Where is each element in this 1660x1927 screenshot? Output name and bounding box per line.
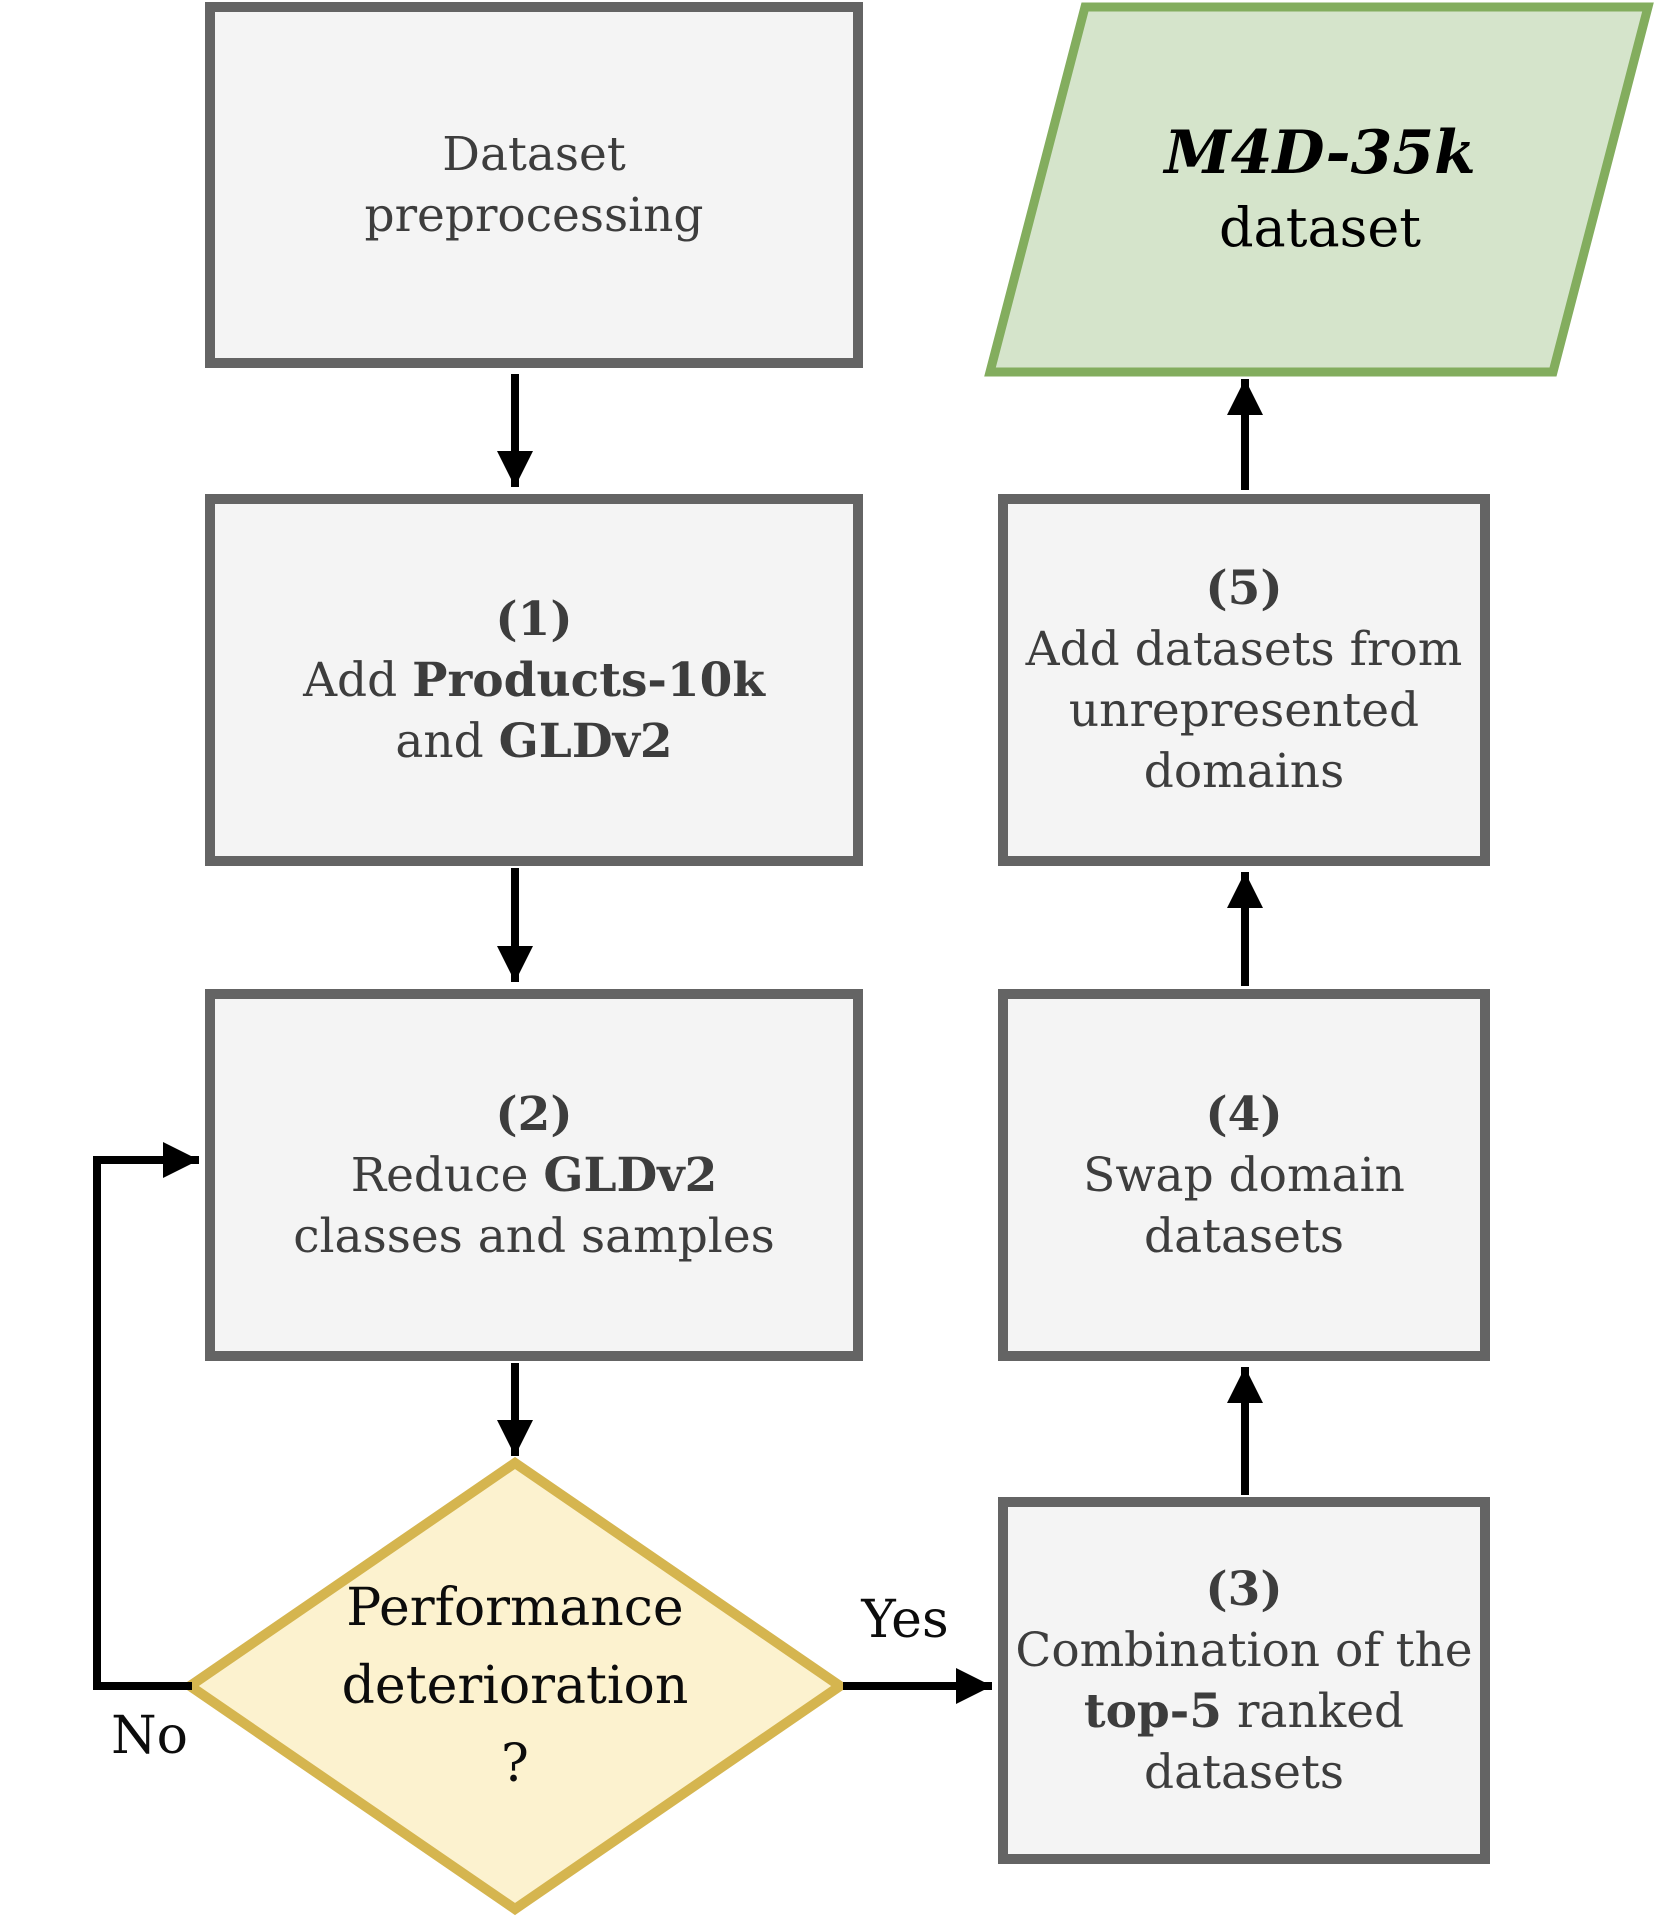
node-decision-performance-deterioration: Performance deterioration ?	[190, 1463, 840, 1909]
node-label-line: ?	[501, 1734, 529, 1794]
output-parallelogram-shape	[984, 2, 1654, 377]
node-label-line: datasets	[1144, 1208, 1344, 1264]
node-label-line: Swap domain	[1083, 1147, 1405, 1203]
step-number: (2)	[495, 1086, 573, 1142]
node-label-line: Add Products-10k	[303, 652, 765, 708]
node-step3-combination-top5: (3) Combination of the top-5 ranked data…	[998, 1497, 1490, 1864]
node-label-line: Add datasets from	[1025, 622, 1463, 677]
output-dataset-name: M4D-35k	[1164, 117, 1476, 188]
edge-label-yes: Yes	[861, 1590, 949, 1650]
node-label-line: datasets	[1144, 1744, 1344, 1800]
decision-diamond-shape	[181, 1456, 849, 1916]
node-label-line: classes and samples	[293, 1208, 775, 1264]
node-label-line: deterioration	[341, 1656, 689, 1716]
node-label-line: and GLDv2	[395, 713, 673, 769]
node-label-line: Reduce GLDv2	[350, 1147, 718, 1203]
step-number: (4)	[1205, 1086, 1283, 1142]
node-label-line: unrepresented	[1068, 683, 1420, 738]
node-dataset-preprocessing: Dataset preprocessing	[205, 2, 863, 368]
node-label-line: preprocessing	[364, 188, 704, 243]
node-step1-add-datasets: (1) Add Products-10k and GLDv2	[205, 494, 863, 866]
output-dataset-word: dataset	[1218, 195, 1422, 259]
node-step2-reduce-gldv2: (2) Reduce GLDv2 classes and samples	[205, 989, 863, 1361]
node-label-line: domains	[1143, 744, 1345, 799]
node-label-line: Dataset	[442, 127, 626, 182]
node-step5-add-unrepresented-domains: (5) Add datasets from unrepresented doma…	[998, 494, 1490, 866]
node-step4-swap-domain-datasets: (4) Swap domain datasets	[998, 989, 1490, 1361]
step-number: (1)	[495, 591, 573, 647]
node-output-m4d-35k-dataset: M4D-35k dataset	[1000, 6, 1640, 373]
node-label-line: Combination of the	[1015, 1622, 1473, 1678]
step-number: (3)	[1205, 1561, 1283, 1617]
edge-label-no: No	[111, 1706, 188, 1766]
step-number: (5)	[1205, 561, 1283, 616]
arrow-decision-no-to-step2	[93, 1142, 199, 1690]
node-label-line: Performance	[346, 1578, 684, 1638]
node-label-line: top-5 ranked	[1083, 1683, 1405, 1739]
